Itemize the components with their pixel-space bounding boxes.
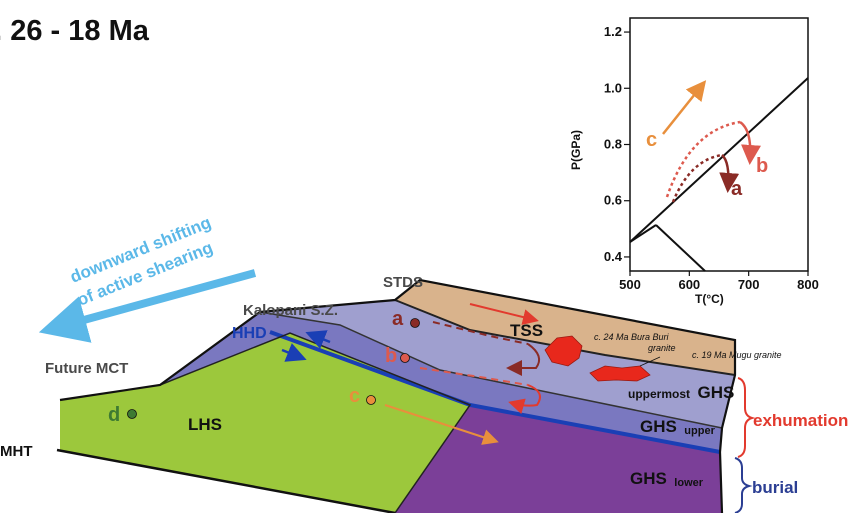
stds-line [394,299,736,376]
lhs-label: LHS [188,415,222,434]
inset-y-tick-label: 0.4 [604,249,623,264]
inset-label-a: a [731,178,743,200]
figure-title: c. 26 - 18 Ma [0,15,150,47]
mht-label: MHT [0,443,33,460]
shearing-annotation: downward shifting of active shearing [38,213,257,343]
inset-x-tick-label: 800 [797,277,819,292]
inset-xlabel: T(°C) [695,292,724,306]
inset-y-tick-label: 0.6 [604,193,622,208]
inset-y-tick-label: 1.0 [604,80,622,95]
path-a [432,321,529,345]
shearing-arrow [38,269,257,343]
path-b-return [508,384,541,414]
future-mct-line [159,332,472,513]
ghs-uppermost-label: uppermost GHS [628,383,734,402]
hhd-shear-arrow-upper [305,330,331,349]
sample-b-label: b [385,345,397,367]
sample-d-dot [127,409,137,419]
reaction-curve-low [629,224,657,243]
ghs-upper-boundary [259,311,723,429]
ghs-lower-sub: lower [674,477,703,489]
pt-path-b-tail [739,120,761,165]
tss-motion-arrow [469,303,539,325]
sample-a-dot [410,318,420,328]
inset-y-tick-label: 1.2 [604,24,622,39]
inset-x-tick-label: 500 [619,277,641,292]
tss-label: TSS [510,321,543,340]
reaction-curve-main [629,77,809,243]
pt-inset-diagram: 500 600 700 800 0.4 0.6 0.8 1.0 1.2 T(°C) P(GPa)… [569,17,819,306]
mht-line [56,448,396,513]
hhd-shear-arrow-lower [281,343,307,362]
path-c [384,404,499,445]
bura-buri-label-1: c. 24 Ma Bura Buri [594,332,670,342]
lhs-unit [60,333,470,513]
future-mct-label: Future MCT [45,360,128,377]
inset-ylabel: P(GPa) [569,130,583,170]
mugu-granite [589,365,651,382]
burial-label: burial [752,478,798,497]
sample-paths [384,303,541,445]
ghs-upper-unit [160,312,722,452]
mugu-leader [639,356,661,367]
mugu-label: c. 19 Ma Mugu granite [692,350,782,360]
pt-path-c [662,80,707,135]
ghs-upper-label: GHS upper [640,417,716,437]
exhumation-label: exhumation [753,411,848,430]
path-b [419,367,529,386]
pt-path-a [671,153,723,203]
bura-buri-granite [544,335,583,367]
ghs-upper-main: GHS [640,417,677,436]
pt-path-b [665,120,741,198]
ghs-uppermost-unit [260,300,735,428]
exhumation-bracket [737,377,756,458]
sample-c-dot [366,395,376,405]
path-a-return [506,343,541,376]
inset-ticks: 500 600 700 800 0.4 0.6 0.8 1.0 1.2 [604,24,819,292]
cross-section [56,278,737,513]
bura-buri-label-2: granite [648,343,676,353]
hhd-label: HHD [232,325,267,342]
uppermost-prefix: uppermost [628,387,690,401]
inset-label-c: c [646,129,657,151]
ghs-upper-sub: upper [684,425,715,437]
kalopani-label: Kalopani S.Z. [243,302,338,319]
ghs-lower-label: GHS lower [630,469,704,489]
burial-bracket [734,457,753,513]
sample-c-label: c [349,385,360,407]
inset-x-tick-label: 700 [738,277,760,292]
uppermost-ghs: GHS [697,383,734,402]
tss-unit [395,280,735,375]
inset-y-tick-label: 0.8 [604,137,622,152]
sample-b-dot [400,353,410,363]
ghs-lower-main: GHS [630,469,667,488]
reaction-curve-branch [655,224,706,272]
pt-path-a-tail [719,154,740,193]
inset-x-tick-label: 600 [678,277,700,292]
inset-label-b: b [756,155,768,177]
sample-d-label: d [108,404,120,426]
topography-outline [59,278,737,513]
sample-a-label: a [392,308,404,330]
stds-label: STDS [383,274,423,291]
